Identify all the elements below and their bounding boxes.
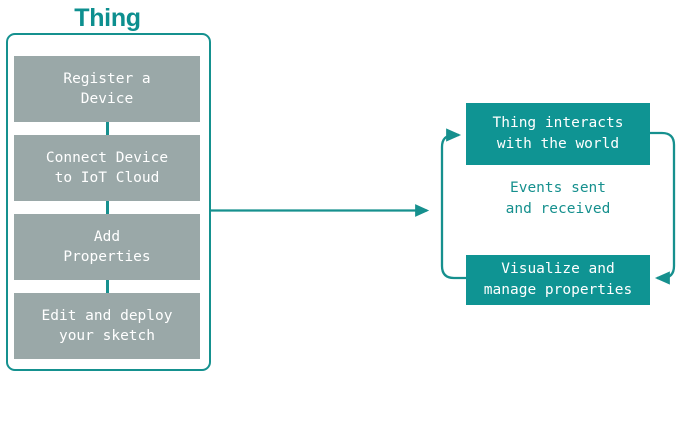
step-label-edit-and-deploy: Edit and deploy your sketch bbox=[41, 308, 173, 344]
step-connector-1 bbox=[106, 122, 109, 135]
step-box-connect-device: Connect Device to IoT Cloud bbox=[14, 135, 200, 201]
step-connector-2 bbox=[106, 201, 109, 214]
thing-title: Thing bbox=[74, 4, 141, 32]
step-label-connect-device: Connect Device to IoT Cloud bbox=[45, 150, 169, 186]
cycle-label-thing-interacts: Thing interacts with the world bbox=[492, 115, 624, 152]
cycle-box-thing-interacts: Thing interacts with the world bbox=[466, 103, 650, 165]
step-box-add-properties: Add Properties bbox=[14, 214, 200, 280]
step-box-edit-and-deploy: Edit and deploy your sketch bbox=[14, 293, 200, 359]
cycle-center-label-events: Events sent and received bbox=[505, 180, 611, 217]
step-connector-3 bbox=[106, 280, 109, 293]
cycle-loop-arrows-icon bbox=[440, 128, 676, 285]
cycle-box-visualize-manage: Visualize and manage properties bbox=[466, 255, 650, 305]
transition-arrow-icon bbox=[211, 204, 430, 217]
step-box-register-a-device: Register a Device bbox=[14, 56, 200, 122]
cycle-label-visualize-manage: Visualize and manage properties bbox=[483, 261, 633, 298]
step-label-add-properties: Add Properties bbox=[63, 229, 151, 265]
step-label-register-a-device: Register a Device bbox=[63, 71, 151, 107]
